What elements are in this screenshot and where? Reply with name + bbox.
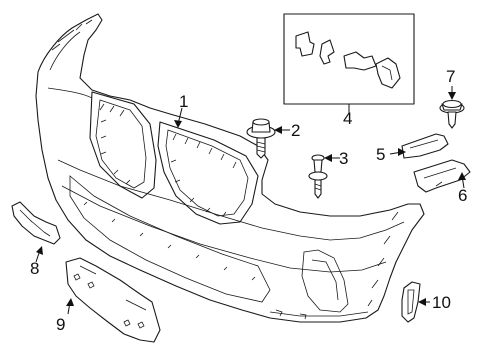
side-bracket-upper <box>401 133 449 159</box>
callout-8: 8 <box>30 259 39 278</box>
callout-9: 9 <box>56 315 65 334</box>
callout-3: 3 <box>339 149 348 168</box>
screw <box>308 154 328 199</box>
callout-10: 10 <box>432 293 451 312</box>
bumper-cover <box>35 13 425 323</box>
grille-openings <box>51 19 259 225</box>
license-plate-bracket <box>65 257 161 343</box>
left-end-bracket <box>11 201 61 245</box>
callout-7: 7 <box>446 67 455 86</box>
callout-2: 2 <box>291 121 300 140</box>
leader-lines <box>35 86 466 315</box>
push-clip <box>439 99 465 129</box>
callout-labels: 1 2 3 4 5 6 7 8 9 10 <box>30 67 467 334</box>
callout-1: 1 <box>179 92 188 111</box>
bolt-washer <box>246 118 276 159</box>
callout-4: 4 <box>343 109 352 128</box>
callout-6: 6 <box>458 186 467 205</box>
side-reflector <box>401 281 421 323</box>
bracket-kit <box>283 13 415 105</box>
callout-5: 5 <box>376 145 385 164</box>
